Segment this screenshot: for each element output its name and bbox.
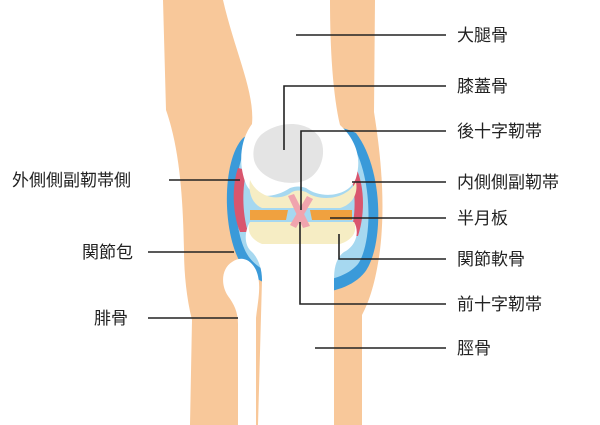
label-posterior-cruciate-ligament: 後十字靭帯 <box>457 122 542 142</box>
cruciate-ligament-b <box>290 196 313 228</box>
leader-posterior-cruciate <box>300 130 446 210</box>
articular-cartilage-tibia <box>248 222 356 244</box>
tibia-bone <box>245 222 357 425</box>
leader-anterior-cruciate <box>299 222 446 305</box>
label-femur: 大腿骨 <box>457 26 508 46</box>
label-joint-capsule: 関節包 <box>82 243 133 263</box>
label-medial-collateral-ligament: 内側側副靭帯 <box>457 173 559 193</box>
meniscus-lateral <box>250 210 288 220</box>
lateral-collateral-ligament <box>233 168 248 232</box>
articular-cartilage-femur <box>249 180 357 208</box>
leader-patella <box>283 85 446 150</box>
label-fibula: 腓骨 <box>94 309 128 329</box>
label-anterior-cruciate-ligament: 前十字靭帯 <box>457 295 542 315</box>
label-tibia: 脛骨 <box>457 339 491 359</box>
leader-articular-cartilage <box>338 234 446 260</box>
fibula-bone <box>223 258 260 425</box>
label-patella: 膝蓋骨 <box>457 77 508 97</box>
patella <box>253 123 324 183</box>
label-articular-cartilage: 関節軟骨 <box>457 250 525 270</box>
label-lateral-collateral-ligament: 外側側副靭帯側 <box>12 171 131 191</box>
label-meniscus: 半月板 <box>457 209 508 229</box>
